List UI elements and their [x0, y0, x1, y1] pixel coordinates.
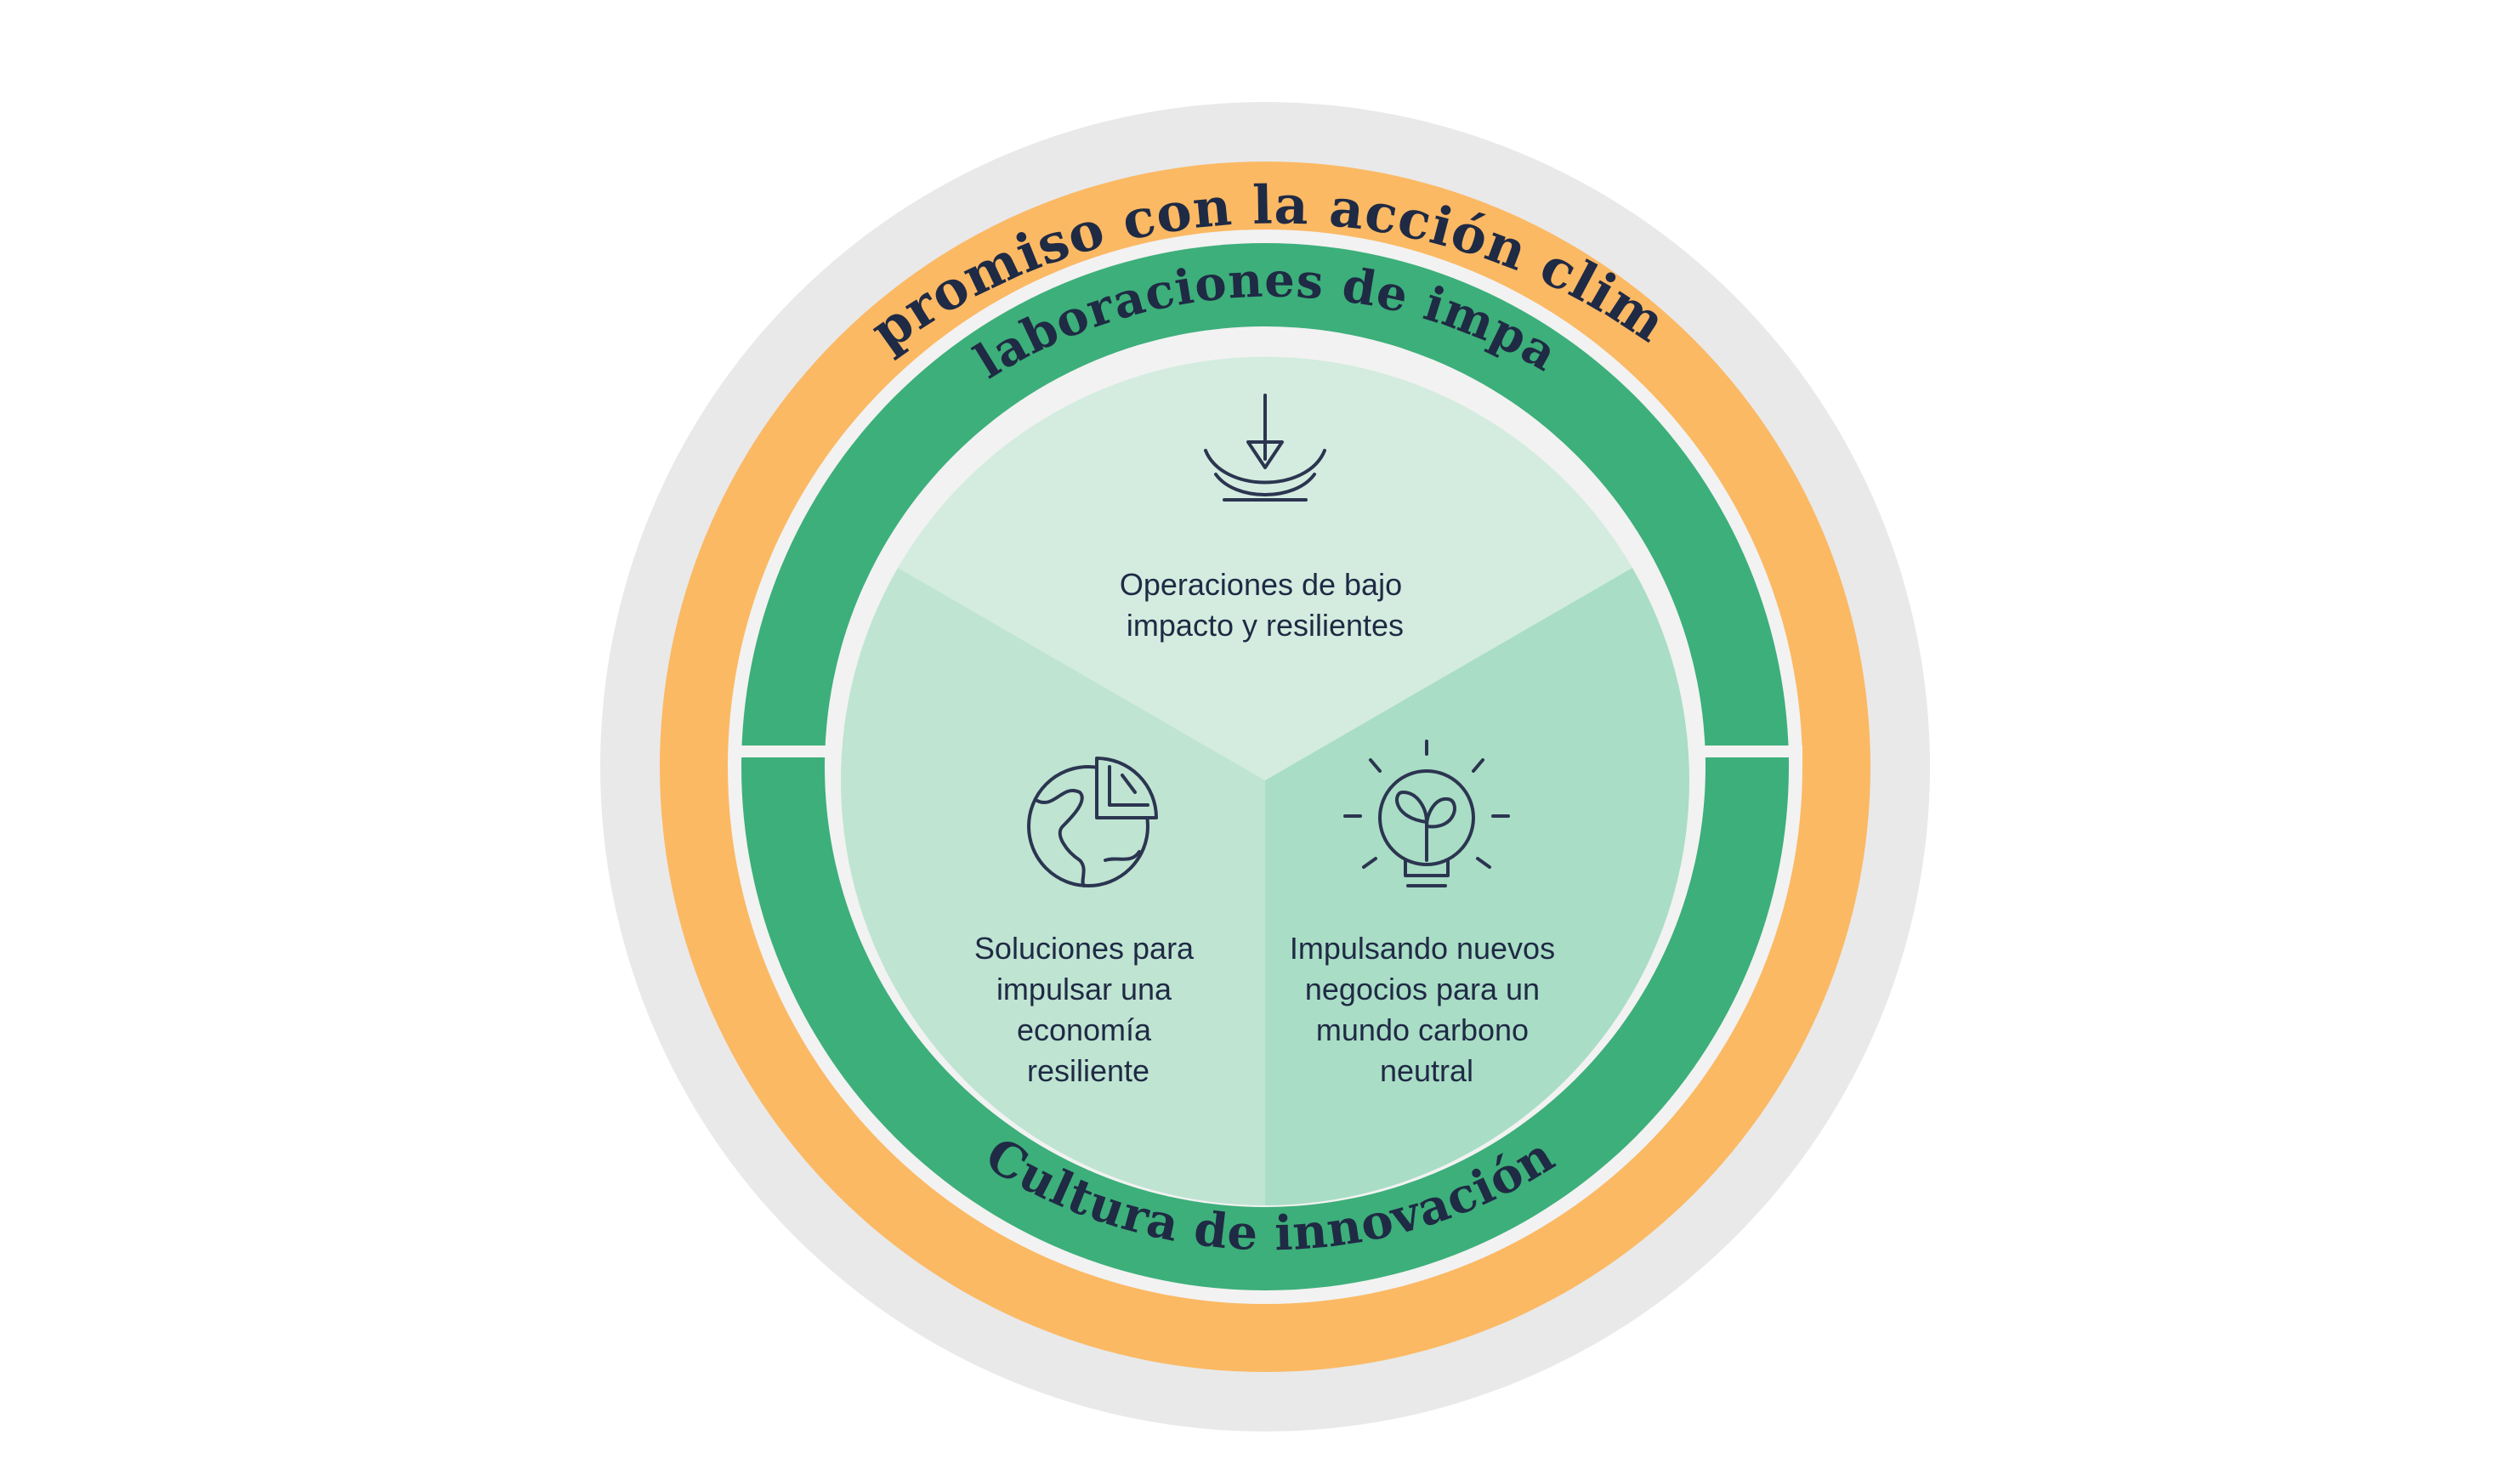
lightbulb-plant-icon: [1343, 740, 1510, 887]
sector-left-line-4: resiliente: [1027, 1053, 1149, 1088]
sector-right-line-3: mundo carbono: [1316, 1012, 1529, 1047]
sector-top: [898, 356, 1632, 780]
sector-right-line-1: Impulsando nuevos: [1290, 931, 1555, 966]
sector-left-line-3: economía: [1017, 1012, 1152, 1047]
sector-right-line-4: neutral: [1380, 1053, 1473, 1088]
sector-left-line-2: impulsar una: [996, 972, 1172, 1006]
sector-left-line-1: Soluciones para: [974, 931, 1195, 966]
sector-right: [1265, 568, 1689, 1205]
sector-left-label: Soluciones para impulsar una economía re…: [974, 931, 1202, 1088]
seedling-drop-icon: [1204, 394, 1326, 502]
sector-right-label: Impulsando nuevos negocios para un mundo…: [1290, 931, 1564, 1088]
sector-top-line-2: impacto y resilientes: [1127, 608, 1404, 643]
sector-right-line-2: negocios para un: [1305, 972, 1540, 1006]
globe-chart-icon: [1027, 757, 1158, 887]
sectors: [841, 356, 1689, 1205]
sector-top-line-1: Operaciones de bajo: [1120, 567, 1402, 602]
sector-left: [841, 568, 1265, 1205]
sector-top-label: Operaciones de bajo impacto y resiliente…: [1120, 567, 1410, 643]
